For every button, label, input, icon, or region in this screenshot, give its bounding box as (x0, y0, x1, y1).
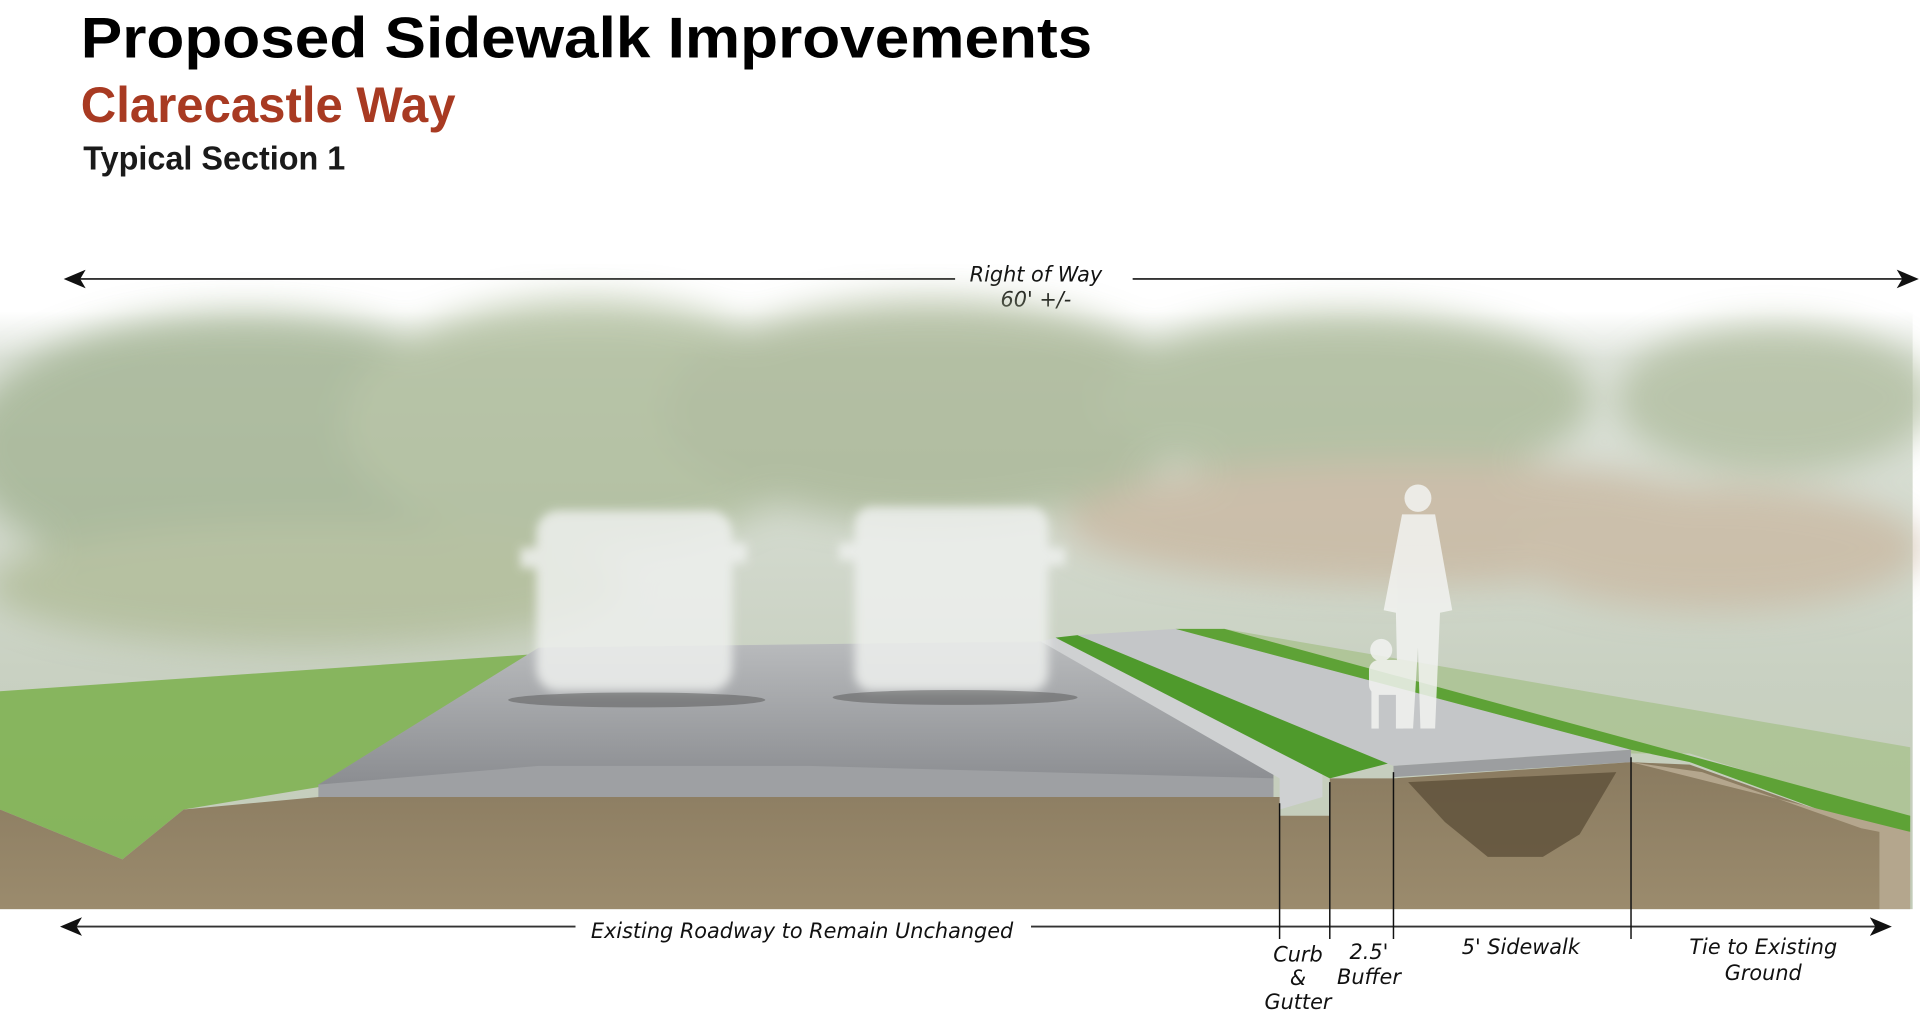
sidewalk (1077, 628, 1632, 766)
bottom-dimensions: Existing Roadway to Remain Unchanged Cur… (60, 757, 1892, 1014)
tie-label-2: Ground (1725, 961, 1803, 985)
vehicles (520, 506, 1066, 692)
existing-roadway-label: Existing Roadway to Remain Unchanged (591, 919, 1014, 943)
soil-section (0, 762, 1880, 910)
curb-label-2: & (1290, 966, 1306, 990)
curb-and-gutter (1040, 637, 1323, 810)
buffer-label: Buffer (1337, 965, 1402, 989)
section-label: Typical Section 1 (83, 140, 345, 177)
trees-background (0, 298, 1920, 648)
buffer-width-label: 2.5' (1350, 940, 1389, 964)
curb-label-3: Gutter (1264, 990, 1332, 1014)
right-of-way-label: Right of Way (970, 262, 1103, 286)
street-name: Clarecastle Way (81, 78, 456, 133)
pedestrian-with-dog (1368, 484, 1453, 729)
buffer-grass (1055, 635, 1394, 779)
right-of-way-dimension: Right of Way 60' +/- (63, 262, 1919, 311)
grass-left (0, 653, 539, 860)
street-rendering (0, 298, 1920, 910)
curb-label-1: Curb (1273, 942, 1322, 966)
sidewalk-label: 5' Sidewalk (1462, 935, 1581, 959)
page-title: Proposed Sidewalk Improvements (81, 7, 1092, 71)
tie-label-1: Tie to Existing (1689, 935, 1837, 959)
